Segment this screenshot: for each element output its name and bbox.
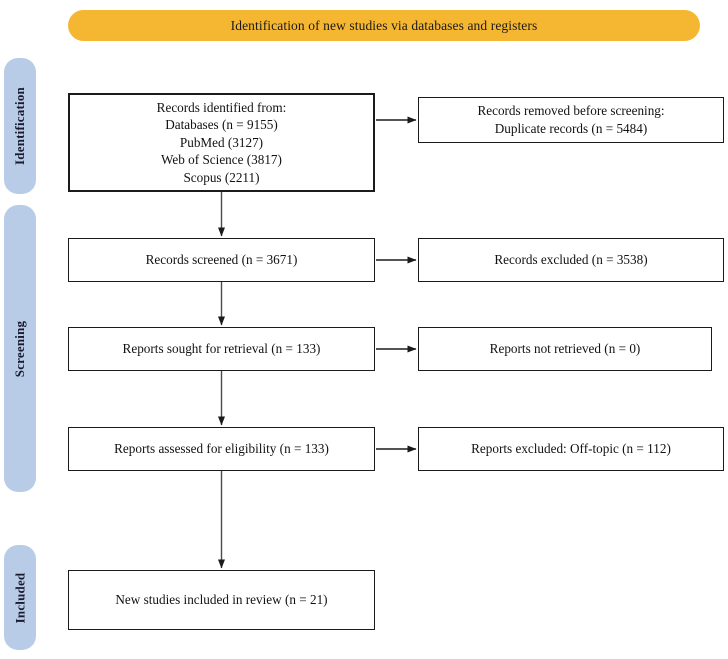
node-records-excluded: Records excluded (n = 3538)	[418, 238, 724, 282]
node-reports-not-retrieved: Reports not retrieved (n = 0)	[418, 327, 712, 371]
node-records-identified-text: Records identified from: Databases (n = …	[156, 99, 287, 185]
node-reports-assessed-for-eligibility-text: Reports assessed for eligibility (n = 13…	[114, 441, 329, 457]
node-records-screened-text: Records screened (n = 3671)	[145, 252, 298, 268]
node-reports-sought-for-retrieval-text: Reports sought for retrieval (n = 133)	[122, 341, 321, 357]
stage-label-identification: Identification	[4, 58, 36, 194]
node-records-excluded-text: Records excluded (n = 3538)	[494, 252, 648, 268]
node-reports-sought-for-retrieval: Reports sought for retrieval (n = 133)	[68, 327, 375, 371]
node-new-studies-included-text: New studies included in review (n = 21)	[115, 592, 328, 608]
node-new-studies-included: New studies included in review (n = 21)	[68, 570, 375, 630]
stage-label-included: Included	[4, 545, 36, 650]
stage-label-screening: Screening	[4, 205, 36, 492]
node-reports-excluded-offtopic-text: Reports excluded: Off-topic (n = 112)	[471, 441, 671, 457]
diagram-header-banner: Identification of new studies via databa…	[68, 10, 700, 41]
node-reports-not-retrieved-text: Reports not retrieved (n = 0)	[489, 341, 641, 357]
node-reports-excluded-offtopic: Reports excluded: Off-topic (n = 112)	[418, 427, 724, 471]
diagram-title: Identification of new studies via databa…	[230, 17, 538, 33]
node-reports-assessed-for-eligibility: Reports assessed for eligibility (n = 13…	[68, 427, 375, 471]
node-records-screened: Records screened (n = 3671)	[68, 238, 375, 282]
node-records-identified: Records identified from: Databases (n = …	[68, 93, 375, 192]
node-records-removed-before-screening: Records removed before screening: Duplic…	[418, 97, 724, 143]
node-records-removed-before-screening-text: Records removed before screening: Duplic…	[477, 103, 665, 136]
